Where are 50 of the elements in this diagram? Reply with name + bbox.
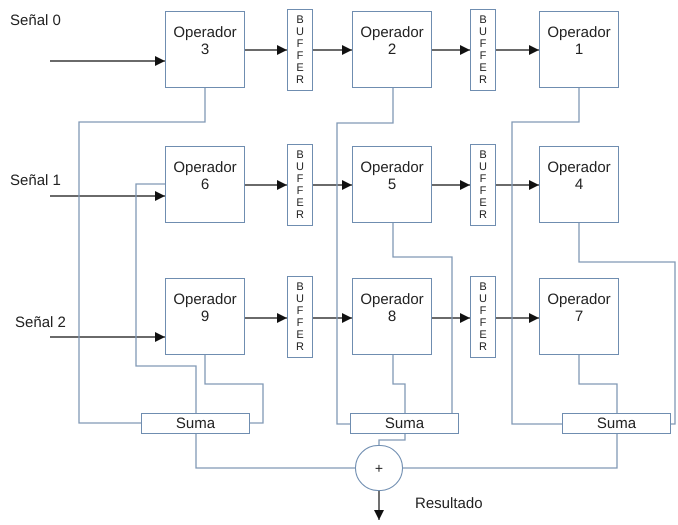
connector-line xyxy=(78,88,206,424)
operator-box: Operador 1 xyxy=(539,11,619,88)
operator-box: Operador 4 xyxy=(539,146,619,223)
arrow xyxy=(245,45,287,55)
signal-label: Señal 2 xyxy=(15,313,66,333)
operator-box: Operador 6 xyxy=(165,146,245,223)
arrow xyxy=(245,313,287,323)
arrow xyxy=(496,45,539,55)
connector-line xyxy=(403,434,618,469)
buffer-box: BUFFER xyxy=(287,9,313,91)
buffer-box: BUFFER xyxy=(470,144,496,226)
operator-box: Operador 9 xyxy=(165,278,245,355)
arrow xyxy=(432,45,470,55)
connector-line xyxy=(578,355,618,413)
sum-box: Suma xyxy=(350,413,459,434)
arrow xyxy=(50,332,165,342)
connector-line xyxy=(392,355,406,413)
signal-label: Señal 1 xyxy=(10,171,61,191)
arrow xyxy=(313,313,352,323)
connector-line xyxy=(204,355,264,424)
buffer-box: BUFFER xyxy=(470,9,496,91)
buffer-box: BUFFER xyxy=(287,144,313,226)
buffer-box: BUFFER xyxy=(287,276,313,358)
arrow xyxy=(496,313,539,323)
arrow xyxy=(313,180,352,190)
arrow xyxy=(432,313,470,323)
arrow xyxy=(496,180,539,190)
arrow xyxy=(50,56,165,66)
connector-line xyxy=(578,223,676,425)
buffer-box: BUFFER xyxy=(470,276,496,358)
arrow xyxy=(374,491,384,520)
connector-line xyxy=(336,88,394,425)
operator-box: Operador 5 xyxy=(352,146,432,223)
connector-line xyxy=(195,434,355,469)
sum-box: Suma xyxy=(562,413,671,434)
connector-line xyxy=(378,434,406,445)
connector-line xyxy=(392,223,453,413)
output-label: Resultado xyxy=(415,494,483,514)
connector-line xyxy=(511,88,580,425)
operator-box: Operador 8 xyxy=(352,278,432,355)
arrow xyxy=(313,45,352,55)
signal-label: Señal 0 xyxy=(10,11,61,31)
connector-line xyxy=(135,183,197,413)
arrow xyxy=(245,180,287,190)
arrow xyxy=(50,191,165,201)
operator-box: Operador 3 xyxy=(165,11,245,88)
operator-box: Operador 2 xyxy=(352,11,432,88)
sum-box: Suma xyxy=(141,413,250,434)
arrow xyxy=(432,180,470,190)
operator-box: Operador 7 xyxy=(539,278,619,355)
